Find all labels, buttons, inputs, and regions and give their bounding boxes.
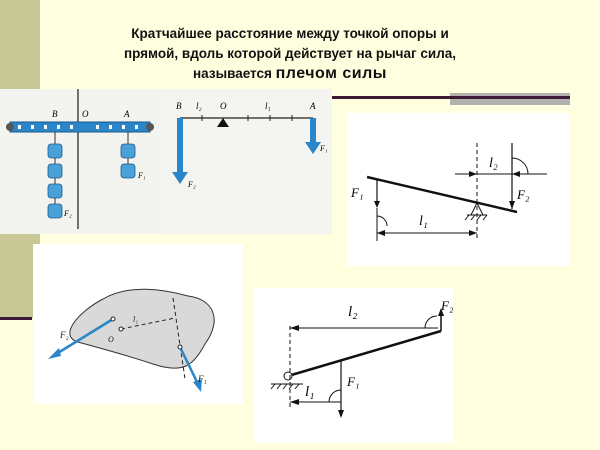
- label-f1: F₁: [346, 374, 359, 389]
- figure-lever-scheme: B l₂ O l₁ A F₁ F₂: [160, 89, 332, 234]
- title-line-3-prefix: называется: [193, 66, 276, 81]
- label-f1: F₁: [137, 171, 146, 180]
- label-b: B: [176, 101, 182, 111]
- label-f1: F₁: [350, 185, 363, 200]
- label-f1: F₁: [197, 374, 207, 384]
- figure-lever-weights: B O A F₁ F₂: [0, 89, 160, 234]
- title-line-2: прямой, вдоль которой действует на рычаг…: [123, 46, 457, 61]
- label-o: O: [220, 101, 227, 111]
- figure-rigid-body: F₂ F₁ l₁ O: [33, 244, 243, 404]
- label-f1: F₁: [319, 144, 328, 153]
- label-l2: l₂: [348, 304, 357, 320]
- label-l1: l₁: [265, 101, 271, 111]
- label-f2: F₂: [59, 330, 69, 340]
- label-l2: l₂: [489, 156, 498, 171]
- label-f2: F₂: [440, 298, 453, 313]
- side-decor-line: [0, 317, 32, 320]
- label-l1: l₁: [133, 315, 138, 324]
- decor-gray-block: [450, 93, 570, 105]
- label-f2: F₂: [516, 187, 530, 202]
- label-f2: F₂: [187, 180, 196, 189]
- label-l1: l₁: [419, 214, 428, 229]
- label-f2: F₂: [63, 209, 72, 218]
- label-l2: l₂: [196, 101, 202, 111]
- figure-inclined-lever: F₁ F₂ l₁ l₂: [347, 113, 569, 266]
- figure-rising-lever: l₂ F₂ l₁ F₁: [253, 288, 453, 443]
- label-l1: l₁: [305, 384, 314, 400]
- label-o: O: [82, 109, 89, 119]
- label-a: A: [123, 109, 130, 119]
- title-line-1: Кратчайшее расстояние между точкой опоры…: [131, 26, 449, 41]
- label-o: O: [108, 335, 114, 344]
- slide-title: Кратчайшее расстояние между точкой опоры…: [40, 24, 540, 84]
- title-line-3: называется плечом силы: [40, 64, 540, 84]
- decor-rule-line: [330, 96, 570, 99]
- label-a: A: [309, 101, 316, 111]
- title-emphasis: плечом силы: [275, 65, 387, 82]
- label-b: B: [52, 109, 58, 119]
